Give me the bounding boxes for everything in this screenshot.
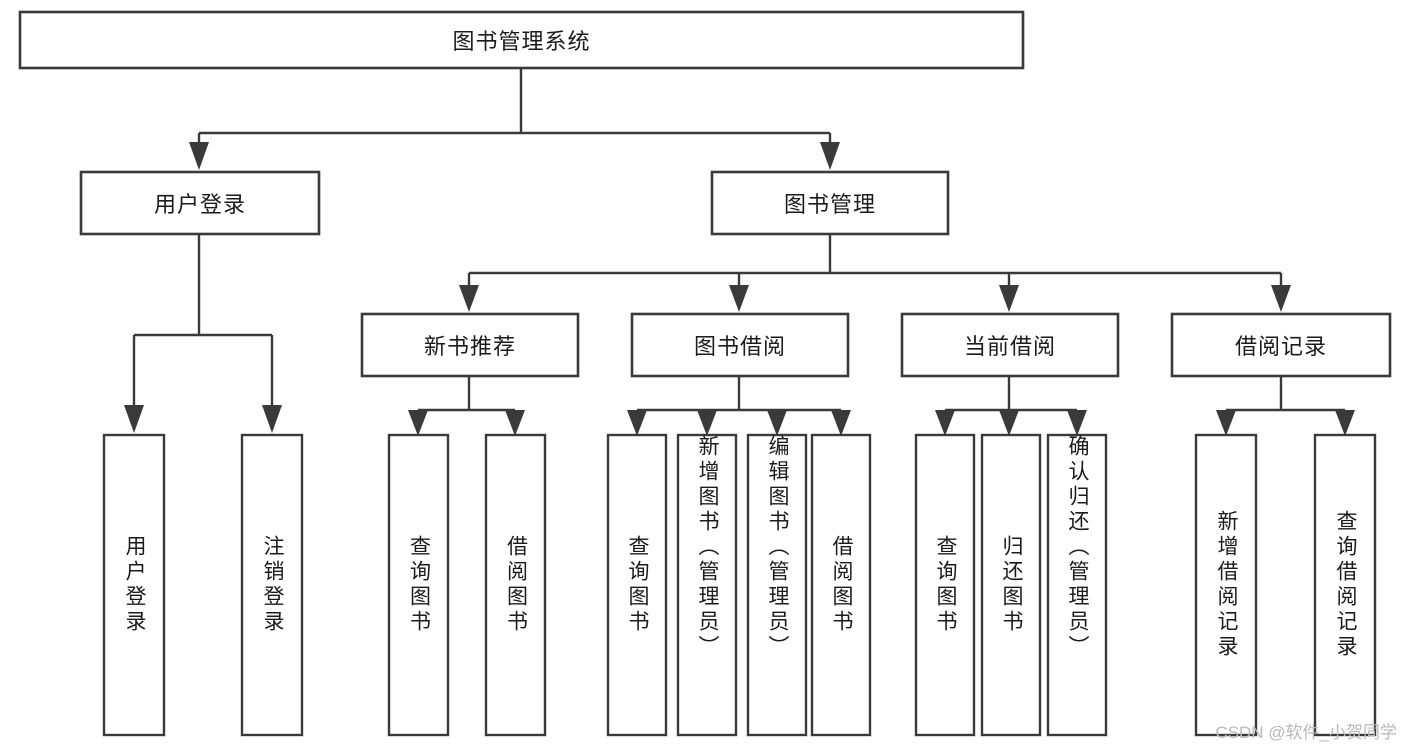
leaf-box-current-borrow-2[interactable]: [980, 433, 1042, 737]
arrow-login-leaf-2: [262, 405, 282, 433]
leaf-box-user-login-2[interactable]: [240, 433, 304, 737]
arrow-borrow-leaf-1: [627, 410, 647, 436]
arrow-bookmgmt-to-borrow: [729, 285, 749, 312]
node-box-book-management[interactable]: [710, 170, 950, 236]
arrow-bookmgmt-to-current: [999, 285, 1019, 312]
arrow-root-to-bookmgmt: [820, 142, 840, 170]
node-box-user-login[interactable]: [79, 170, 321, 236]
leaf-box-user-login-1[interactable]: [102, 433, 166, 737]
leaf-box-borrow-record-1[interactable]: [1194, 433, 1258, 737]
leaf-box-book-borrow-3[interactable]: [746, 433, 808, 737]
csdn-watermark: CSDN @软件_小贺同学: [1215, 723, 1397, 742]
arrow-record-leaf-1: [1216, 410, 1236, 436]
node-box-new-book-recommend[interactable]: [360, 312, 580, 378]
connector-group-root: [189, 69, 840, 170]
arrow-current-leaf-3: [1067, 410, 1087, 436]
node-box-borrow-record[interactable]: [1170, 312, 1392, 378]
arrow-newbook-leaf-1: [408, 410, 428, 436]
node-box-root[interactable]: [18, 10, 1025, 70]
connector-group-book-borrow: [627, 376, 851, 436]
arrow-borrow-leaf-3: [767, 410, 787, 436]
leaf-box-book-borrow-1[interactable]: [606, 433, 668, 737]
arrow-current-leaf-2: [999, 410, 1019, 436]
node-box-book-borrow[interactable]: [630, 312, 850, 378]
leaf-box-borrow-record-2[interactable]: [1313, 433, 1377, 737]
node-box-current-borrow[interactable]: [900, 312, 1120, 378]
arrow-root-to-login: [189, 142, 209, 170]
connector-group-current-borrow: [935, 376, 1087, 436]
leaf-box-book-borrow-4[interactable]: [810, 433, 872, 737]
arrow-borrow-leaf-2: [697, 410, 717, 436]
arrow-borrow-leaf-4: [831, 410, 851, 436]
connector-group-book-management: [459, 235, 1291, 312]
arrow-current-leaf-1: [935, 410, 955, 436]
arrow-login-leaf-1: [124, 405, 144, 433]
arrow-bookmgmt-to-record: [1271, 285, 1291, 312]
arrow-bookmgmt-to-newbook: [459, 285, 479, 312]
arrow-record-leaf-2: [1335, 410, 1355, 436]
leaf-box-current-borrow-1[interactable]: [914, 433, 976, 737]
leaf-box-book-borrow-2[interactable]: [676, 433, 738, 737]
leaf-box-current-borrow-3[interactable]: [1046, 433, 1108, 737]
connector-group-borrow-record: [1216, 376, 1355, 436]
arrow-newbook-leaf-2: [505, 410, 525, 436]
connector-group-user-login: [124, 235, 282, 433]
leaf-box-new-book-2[interactable]: [484, 433, 547, 737]
leaf-box-new-book-1[interactable]: [387, 433, 450, 737]
connector-group-new-book: [408, 376, 525, 436]
